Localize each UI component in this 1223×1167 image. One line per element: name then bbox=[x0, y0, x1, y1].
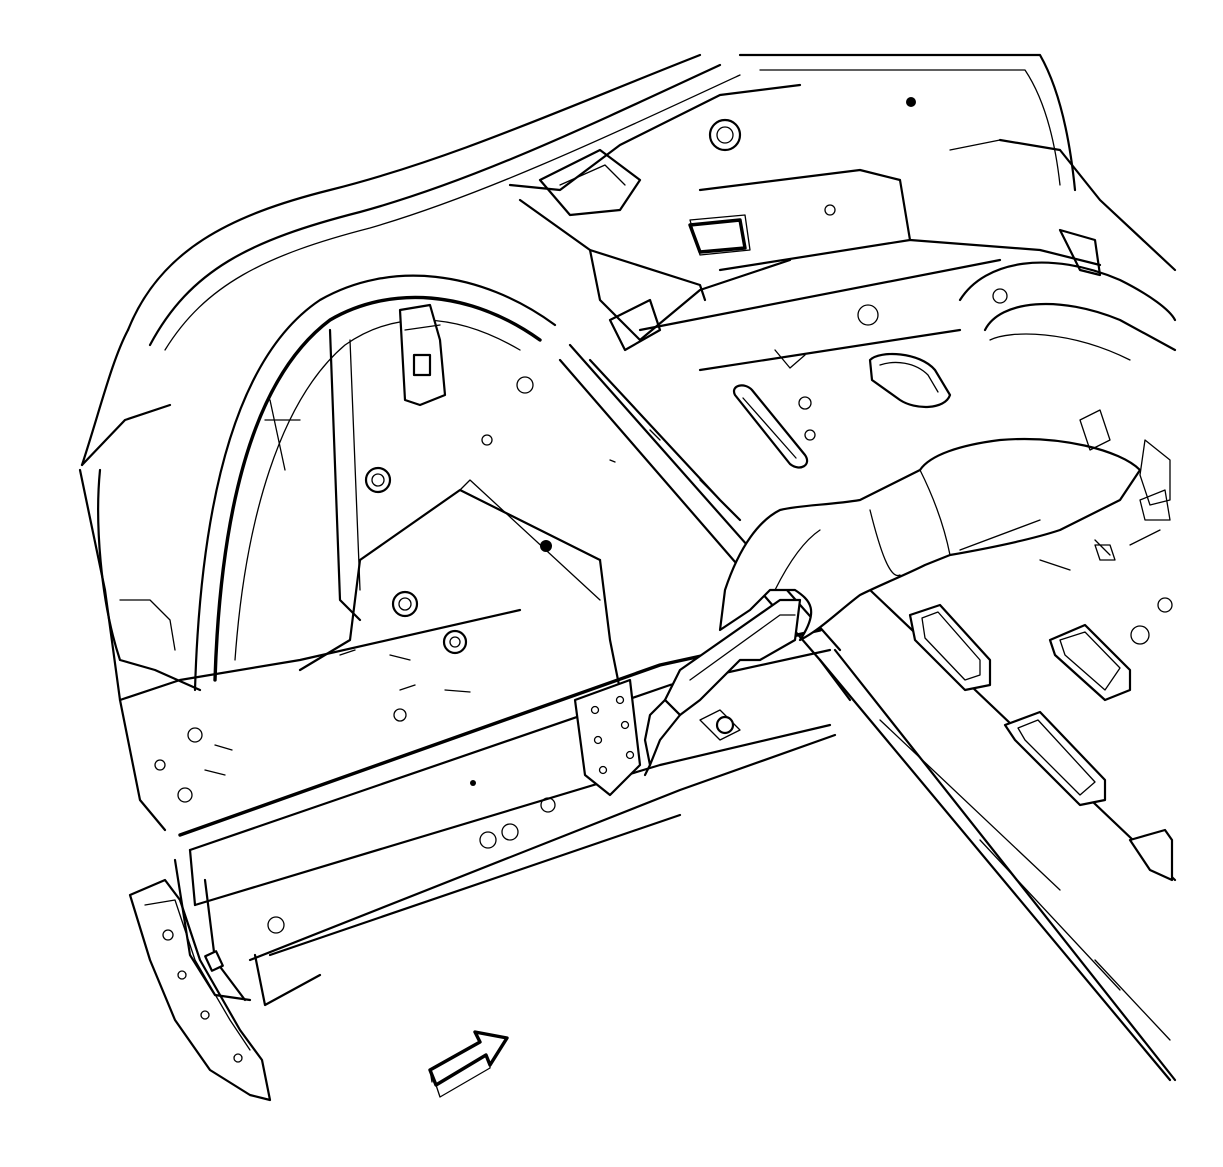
rear-sill-beam bbox=[178, 628, 837, 1007]
left-wheelhouse bbox=[78, 274, 557, 832]
rear-end-bracket bbox=[128, 858, 272, 1102]
left-floor-section bbox=[118, 376, 622, 803]
upper-body-outline bbox=[80, 53, 1077, 467]
reinforcement-plate bbox=[573, 678, 642, 797]
rear-floor-structure bbox=[508, 83, 1177, 352]
body-clips bbox=[1079, 409, 1171, 561]
arrow-outline-icon bbox=[428, 1030, 509, 1098]
wheelhouse-bracket bbox=[398, 303, 447, 407]
floor-pan bbox=[558, 258, 1177, 1082]
right-wheelhouse bbox=[958, 228, 1177, 361]
technician-hand-with-tool bbox=[643, 437, 1142, 777]
